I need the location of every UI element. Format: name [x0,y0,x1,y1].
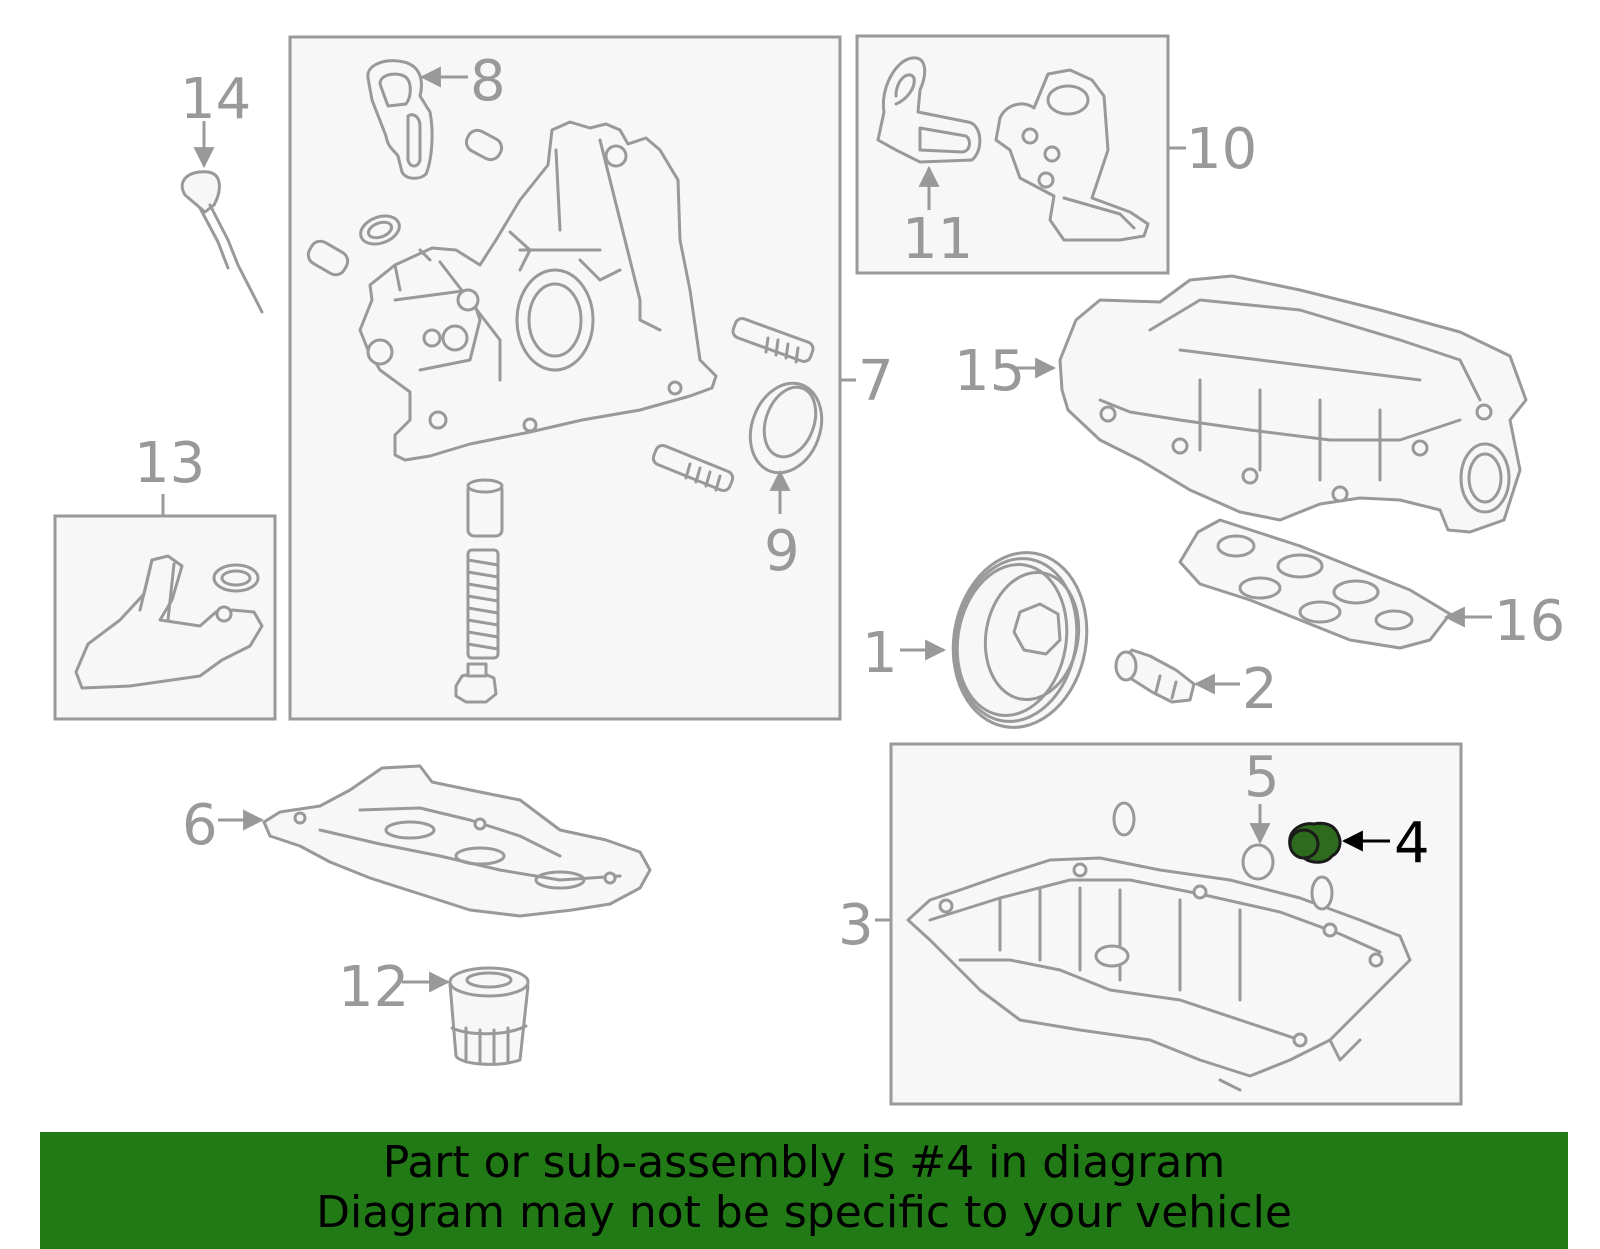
oil-pump-body[interactable] [358,120,718,462]
relief-valve-plug[interactable] [454,662,498,704]
callout-11: 11 [902,207,973,272]
callout-3: 3 [838,893,874,958]
callout-2: 2 [1242,657,1278,722]
dowel-pin-2[interactable] [305,238,352,279]
callout-10: 10 [1186,117,1257,182]
dipstick-part[interactable] [180,170,264,314]
lower-block-gasket[interactable] [1178,518,1452,650]
filter-housing-gasket[interactable] [876,56,982,164]
callout-16: 16 [1494,589,1565,654]
banner-line-2: Diagram may not be specific to your vehi… [316,1187,1292,1238]
stud-bolt-1[interactable] [731,317,815,364]
o-ring-small[interactable] [357,211,403,249]
callout-1: 1 [862,621,898,686]
drain-plug-part-4[interactable] [1288,821,1342,864]
banner-line-1: Part or sub-assembly is #4 in diagram [382,1137,1226,1188]
callout-6: 6 [182,793,218,858]
callout-9: 9 [764,519,800,584]
relief-valve-spring[interactable] [466,548,500,660]
oil-pan[interactable] [906,856,1412,1092]
oil-filter[interactable] [448,966,530,1066]
info-banner: Part or sub-assembly is #4 in diagram Di… [40,1132,1568,1249]
callout-15: 15 [954,339,1025,404]
callout-12: 12 [338,955,409,1020]
pan-o-ring-1[interactable] [1112,801,1136,837]
callout-14: 14 [180,67,251,132]
pan-o-ring-2[interactable] [1310,875,1334,911]
relief-valve-plunger[interactable] [466,478,504,538]
drain-washer-part-5[interactable] [1241,843,1275,881]
callout-5: 5 [1244,745,1280,810]
callout-13: 13 [134,431,205,496]
pump-gasket-part[interactable] [366,59,434,180]
oil-seal-part[interactable] [738,373,833,483]
callout-4: 4 [1394,811,1430,876]
oil-filter-housing[interactable] [994,68,1150,242]
stud-bolt-2[interactable] [651,443,735,493]
callout-7: 7 [858,349,894,414]
oil-pan-baffle[interactable] [262,764,652,918]
lower-block[interactable] [1058,274,1528,534]
callout-8: 8 [470,49,506,114]
crankshaft-pulley[interactable] [940,542,1101,738]
dowel-pin-1[interactable] [463,127,505,163]
oil-strainer[interactable] [74,554,264,690]
pulley-bolt[interactable] [1114,648,1196,704]
